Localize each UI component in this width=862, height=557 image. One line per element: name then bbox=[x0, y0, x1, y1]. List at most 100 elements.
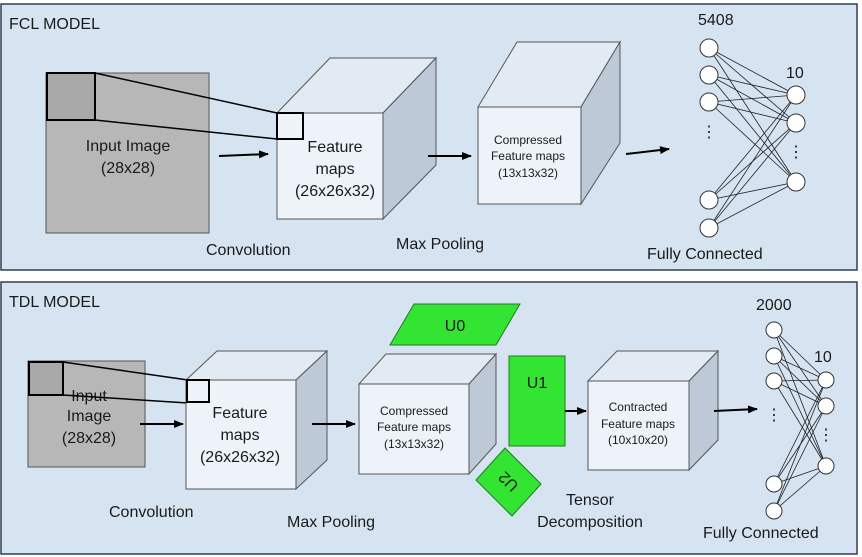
fcl-input-neuron bbox=[699, 190, 719, 210]
tdl-input-ellipsis: ⋮ bbox=[766, 407, 782, 424]
fcl-connection bbox=[708, 101, 797, 183]
tdl-contracted-label-line3: (10x10x20) bbox=[608, 433, 668, 447]
tdl-factor-u1 bbox=[508, 355, 566, 447]
tdl-receptive-field bbox=[28, 361, 64, 396]
fcl-connection bbox=[708, 74, 797, 96]
tdl-input-label-line2: Image bbox=[67, 408, 112, 425]
fcl-receptive-field bbox=[46, 72, 96, 121]
fcl-projection-line-bottom bbox=[94, 119, 278, 140]
fcl-input-ellipsis: ⋮ bbox=[701, 124, 717, 141]
tdl-tensor-label-line1: Tensor bbox=[566, 492, 615, 509]
tdl-feature-label-line2: maps bbox=[220, 427, 259, 444]
tdl-feature-kernel bbox=[186, 379, 210, 403]
fcl-pooled-label-line1: Compressed bbox=[494, 133, 562, 147]
fcl-input-neuron bbox=[699, 92, 719, 112]
fcl-output-neuron bbox=[786, 113, 806, 133]
tdl-connection bbox=[773, 405, 827, 512]
tdl-connection bbox=[773, 379, 827, 382]
tdl-fully-connected-label: Fully Connected bbox=[703, 525, 819, 542]
tdl-max-pooling-label: Max Pooling bbox=[287, 514, 375, 531]
tdl-contracted-label-line1: Contracted bbox=[609, 400, 668, 414]
fcl-connection bbox=[708, 74, 797, 124]
fcl-connection bbox=[708, 74, 797, 183]
fcl-arrow-fully-connected bbox=[625, 146, 670, 155]
fcl-connection bbox=[708, 47, 797, 183]
tdl-connection bbox=[773, 379, 827, 485]
tdl-pooled-label-line1: Compressed bbox=[380, 404, 448, 418]
fcl-connection bbox=[708, 181, 797, 201]
tdl-feature-label-line1: Feature bbox=[212, 405, 267, 422]
fcl-pooled-label-line3: (13x13x32) bbox=[498, 166, 558, 180]
tdl-factor-u0-label: U0 bbox=[445, 318, 466, 335]
tdl-factor-u1-label: U1 bbox=[527, 375, 548, 392]
fcl-convolution-label: Convolution bbox=[206, 242, 291, 259]
tdl-connection bbox=[773, 465, 827, 485]
tdl-output-neuron bbox=[817, 397, 835, 415]
tdl-projection-line-top bbox=[62, 361, 189, 381]
tdl-contracted-label-line2: Feature maps bbox=[601, 417, 675, 431]
fcl-projection-line-top bbox=[94, 72, 278, 114]
tdl-output-ellipsis: ⋮ bbox=[818, 427, 834, 444]
tdl-input-neuron bbox=[765, 372, 783, 390]
fcl-output-ellipsis: ⋮ bbox=[788, 144, 804, 161]
fcl-connection bbox=[708, 101, 797, 124]
fcl-feature-label-line1: Feature bbox=[307, 139, 362, 156]
fcl-feature-label-line2: maps bbox=[315, 161, 354, 178]
tdl-panel: TDL MODEL Input Image (28x28) Feature ma… bbox=[0, 281, 858, 555]
fcl-arrow-convolution bbox=[218, 150, 269, 159]
tdl-feature-label-line3: (26x26x32) bbox=[200, 449, 280, 466]
tdl-input-neuron bbox=[765, 502, 783, 520]
tdl-connection bbox=[773, 329, 827, 467]
tdl-tensor-label-line2: Decomposition bbox=[537, 514, 643, 531]
tdl-input-neuron-count: 2000 bbox=[756, 297, 792, 314]
fcl-input-neuron-count: 5408 bbox=[698, 12, 734, 29]
tdl-connection bbox=[773, 465, 827, 512]
fcl-max-pooling-label: Max Pooling bbox=[396, 236, 484, 253]
fcl-input-neuron bbox=[699, 218, 719, 238]
fcl-feature-kernel bbox=[276, 112, 304, 140]
tdl-input-neuron bbox=[765, 347, 783, 365]
fcl-input-label-line2: (28x28) bbox=[101, 160, 155, 177]
tdl-input-neuron bbox=[765, 475, 783, 493]
tdl-input-label-line3: (28x28) bbox=[62, 430, 116, 447]
fcl-connection bbox=[708, 94, 797, 229]
fcl-fully-connected-label: Fully Connected bbox=[647, 246, 763, 263]
fcl-feature-label-line3: (26x26x32) bbox=[295, 183, 375, 200]
tdl-connection bbox=[773, 355, 827, 467]
tdl-output-neuron bbox=[817, 371, 835, 389]
fcl-connection bbox=[708, 122, 797, 229]
fcl-output-neuron bbox=[786, 85, 806, 105]
fcl-connection bbox=[708, 47, 797, 124]
tdl-factor-u2 bbox=[475, 447, 542, 517]
fcl-title: FCL MODEL bbox=[9, 16, 100, 33]
fcl-fully-connected-network bbox=[699, 38, 806, 238]
tdl-contracted-cube bbox=[586, 349, 720, 472]
tdl-arrow-fully-connected bbox=[713, 405, 758, 414]
tdl-fully-connected-network bbox=[765, 321, 835, 520]
tdl-connection bbox=[773, 379, 827, 512]
tdl-output-neuron bbox=[817, 457, 835, 475]
fcl-input-label-line1: Input Image bbox=[86, 138, 171, 155]
tdl-factor-u0 bbox=[389, 303, 521, 346]
tdl-convolution-label: Convolution bbox=[109, 504, 194, 521]
tdl-input-neuron bbox=[765, 321, 783, 339]
fcl-feature-maps-cube bbox=[275, 56, 438, 221]
fcl-input-neuron bbox=[699, 38, 719, 58]
fcl-output-neuron bbox=[786, 172, 806, 192]
fcl-connection bbox=[708, 181, 797, 229]
tdl-connection bbox=[773, 329, 827, 381]
tdl-feature-maps-cube bbox=[184, 349, 329, 491]
tdl-projection-line-bottom bbox=[62, 394, 189, 404]
fcl-connection bbox=[708, 47, 797, 96]
tdl-pooled-label-line3: (13x13x32) bbox=[384, 437, 444, 451]
tdl-title: TDL MODEL bbox=[9, 294, 100, 311]
fcl-output-neuron-count: 10 bbox=[786, 65, 804, 82]
fcl-connection bbox=[708, 94, 797, 103]
fcl-compressed-cube bbox=[477, 40, 621, 206]
fcl-connection bbox=[708, 94, 797, 201]
tdl-compressed-cube bbox=[357, 352, 498, 476]
tdl-pooled-label-line2: Feature maps bbox=[377, 420, 451, 434]
tdl-output-neuron-count: 10 bbox=[814, 349, 832, 366]
tdl-connection bbox=[773, 380, 827, 467]
